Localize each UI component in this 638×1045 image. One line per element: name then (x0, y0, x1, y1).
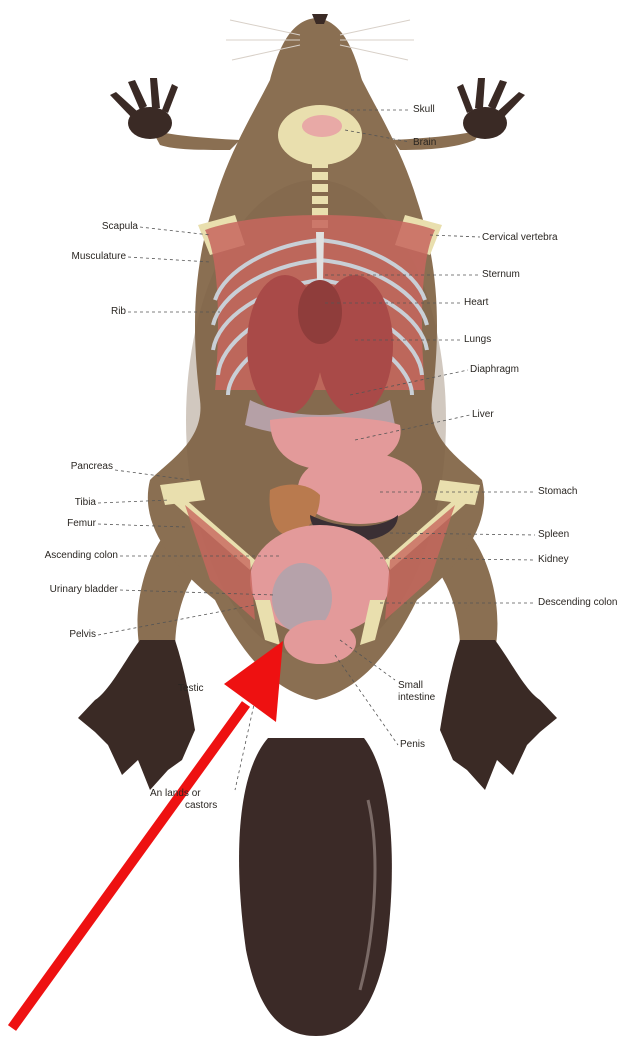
label-lungs: Lungs (464, 334, 491, 346)
label-pancreas: Pancreas (20, 461, 113, 473)
label-heart: Heart (464, 297, 488, 309)
brain (302, 115, 342, 137)
label-scapula: Scapula (60, 221, 138, 233)
label-urinary-bladder: Urinary bladder (4, 584, 118, 596)
testicles (284, 620, 356, 664)
label-penis: Penis (400, 739, 425, 751)
label-cervical-vertebra: Cervical vertebra (482, 232, 558, 244)
right-front-paw (457, 78, 525, 139)
label-sternum: Sternum (482, 269, 520, 281)
label-liver: Liver (472, 409, 494, 421)
label-anal-glands-line2: castors (185, 800, 217, 812)
label-femur: Femur (40, 518, 96, 530)
label-small-intestine-line1: Small (398, 680, 423, 692)
label-ascending-colon: Ascending colon (4, 550, 118, 562)
tail (239, 738, 392, 1036)
label-musculature: Musculature (30, 251, 126, 263)
label-kidney: Kidney (538, 554, 569, 566)
label-anal-glands-line1: An lands or (150, 788, 201, 800)
label-pelvis: Pelvis (30, 629, 96, 641)
label-descending-colon: Descending colon (538, 597, 618, 609)
left-front-paw (110, 78, 178, 139)
label-testicles: Testic (178, 683, 204, 695)
label-tibia: Tibia (40, 497, 96, 509)
label-small-intestine-line2: intestine (398, 692, 435, 704)
label-brain: Brain (413, 137, 436, 149)
label-diaphragm: Diaphragm (470, 364, 519, 376)
heart (298, 280, 342, 344)
label-rib: Rib (60, 306, 126, 318)
left-hind-foot (78, 640, 195, 790)
right-hind-foot (440, 640, 557, 790)
label-spleen: Spleen (538, 529, 569, 541)
label-stomach: Stomach (538, 486, 577, 498)
label-skull: Skull (413, 104, 435, 116)
